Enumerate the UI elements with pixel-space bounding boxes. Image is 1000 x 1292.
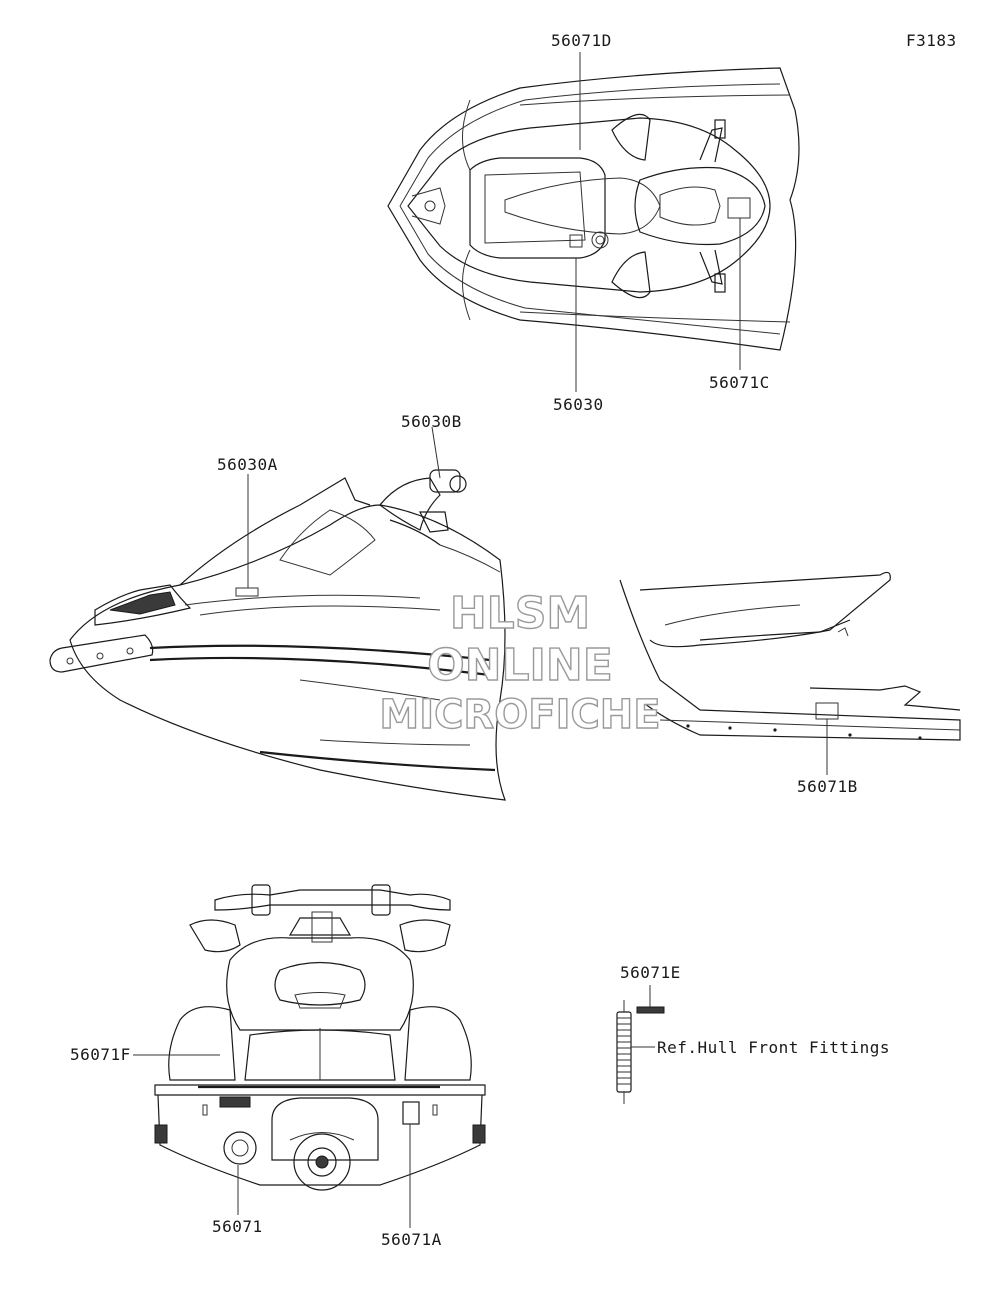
side-view-front-drawing [49, 469, 506, 801]
hull-fitting-detail [616, 985, 665, 1104]
rear-view-drawing [154, 884, 486, 1191]
watermark-line-1: HLSM [450, 588, 590, 639]
watermark-line-2: ONLINE [427, 640, 613, 691]
label-56071D: 56071D [551, 31, 612, 50]
label-56071F: 56071F [70, 1045, 131, 1064]
label-56071A: 56071A [381, 1230, 442, 1249]
watermark: HLSM ONLINE MICROFICHE [379, 587, 662, 738]
label-56030B: 56030B [401, 412, 462, 431]
top-view-drawing [387, 67, 800, 351]
label-56071B: 56071B [797, 777, 858, 796]
label-56030: 56030 [553, 395, 604, 414]
label-56071C: 56071C [709, 373, 770, 392]
figure-code: F3183 [906, 31, 957, 50]
leader-56030B [431, 426, 441, 479]
label-56071: 56071 [212, 1217, 263, 1236]
label-56030A: 56030A [217, 455, 278, 474]
label-56071E: 56071E [620, 963, 681, 982]
reference-note: Ref.Hull Front Fittings [657, 1038, 890, 1057]
side-view-rear-drawing [619, 571, 961, 741]
watermark-line-3: MICROFICHE [379, 692, 660, 738]
label-sticker-56071E [636, 1006, 665, 1014]
